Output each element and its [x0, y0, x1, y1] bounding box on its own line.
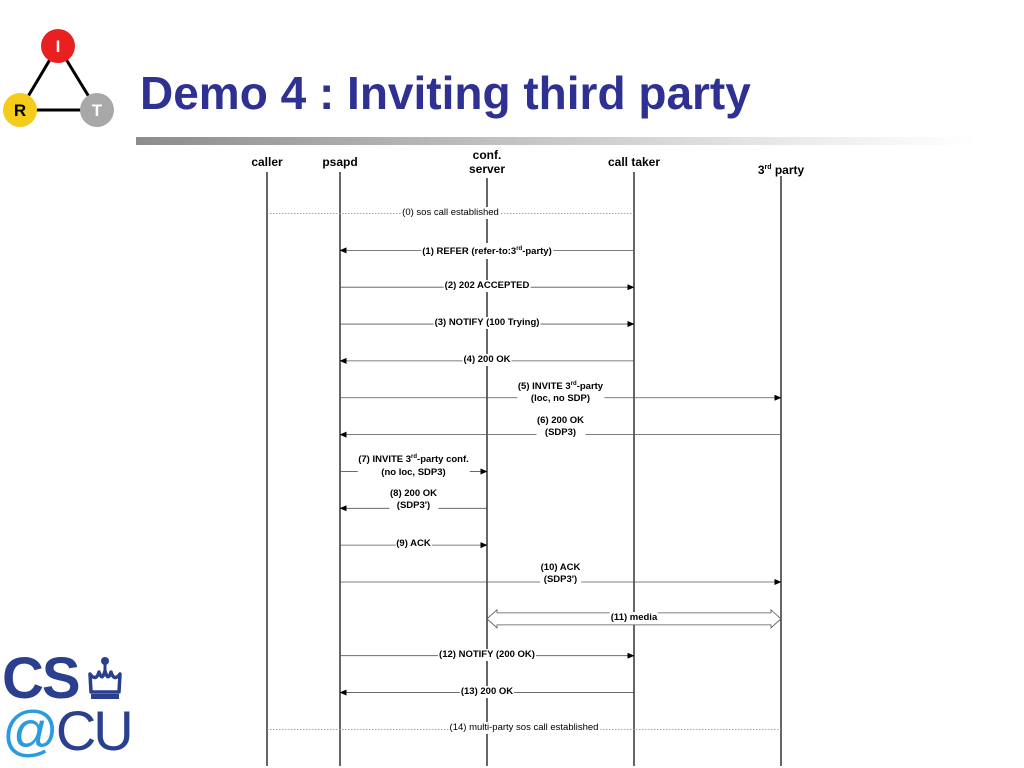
message-label-1: (1) REFER (refer-to:3rd-party): [421, 243, 553, 259]
irt-node-i: [41, 29, 75, 63]
irt-node-t: [80, 93, 114, 127]
message-label-14: (14) multi-party sos call established: [448, 722, 600, 735]
slide-title: Demo 4 : Inviting third party: [140, 67, 751, 119]
message-label-7: (7) INVITE 3rd-party conf.(no loc, SDP3): [357, 451, 470, 479]
message-label-10: (10) ACK(SDP3'): [539, 562, 582, 586]
title-divider: [136, 137, 976, 145]
cs-logo-text: CS: [2, 650, 81, 708]
message-label-9: (9) ACK: [395, 538, 432, 551]
message-label-11: (11) media: [609, 611, 659, 624]
message-label-5: (5) INVITE 3rd-party(loc, no SDP): [516, 377, 605, 405]
irt-lab-logo: I R T: [3, 29, 114, 127]
crown-icon: [88, 657, 122, 699]
message-label-4: (4) 200 OK: [462, 353, 512, 366]
message-label-12: (12) NOTIFY (200 OK): [438, 648, 536, 661]
message-label-3: (3) NOTIFY (100 Trying): [433, 317, 541, 330]
entity-label-third-party: 3rd party: [757, 163, 805, 177]
message-label-6: (6) 200 OK(SDP3): [536, 414, 585, 439]
irt-letter-r: R: [14, 101, 26, 120]
irt-node-r: [3, 93, 37, 127]
entity-label-psapd: psapd: [322, 155, 358, 169]
cu-logo-text: @CU: [2, 703, 134, 759]
message-label-8: (8) 200 OK(SDP3'): [389, 488, 438, 513]
cu-logo-cu: CU: [55, 699, 134, 762]
entity-label-conf-server: conf.server: [468, 148, 506, 176]
entity-label-call-taker: call taker: [607, 155, 661, 169]
irt-letter-t: T: [92, 101, 103, 120]
cs-logo-line1: CS: [2, 646, 81, 711]
message-label-13: (13) 200 OK: [459, 685, 515, 698]
irt-letter-i: I: [56, 37, 61, 56]
entity-label-caller: caller: [251, 155, 283, 169]
cu-logo-at: @: [2, 699, 59, 762]
message-label-2: (2) 202 ACCEPTED: [443, 280, 531, 293]
message-label-0: (0) sos call established: [401, 206, 500, 219]
